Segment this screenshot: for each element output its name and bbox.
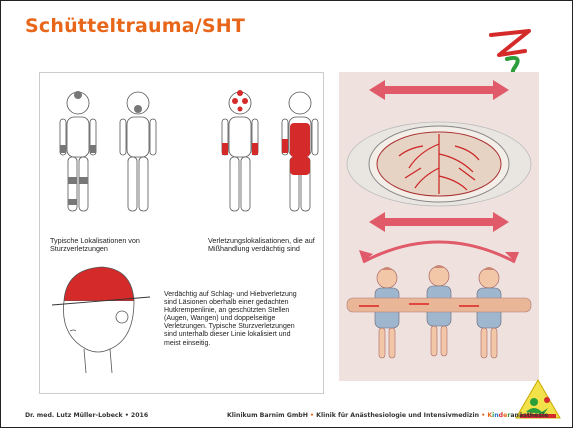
clinic-name: Klinikum Barnim GmbH	[227, 412, 308, 419]
shaking-mechanism-illustration	[339, 72, 539, 381]
footer-separator-1: •	[310, 412, 314, 419]
caption-typical-falls: Typische Lokalisationen von Sturzverletz…	[50, 237, 150, 253]
footer-separator-2: •	[481, 412, 485, 419]
shaken-baby-illustration-panel	[339, 72, 539, 381]
department-name: Klinik für Anästhesiologie und Intensivm…	[316, 412, 479, 419]
slide-title: Schütteltrauma/SHT	[25, 15, 245, 37]
clinic-footer: Klinikum Barnim GmbH • Klinik für Anästh…	[227, 412, 548, 419]
kinderanaesthesie-label: Kinderanästhesie	[487, 412, 548, 419]
author-footer: Dr. med. Lutz Müller-Lobeck • 2016	[25, 412, 148, 419]
double-arrow-top	[369, 80, 509, 100]
caption-hat-brim-line: Verdächtig auf Schlag- und Hiebverletzun…	[164, 291, 306, 348]
injury-diagram-panel: Typische Lokalisationen von Sturzverletz…	[39, 72, 324, 394]
double-arrow-bottom	[369, 212, 509, 232]
caption-abuse-locations: Verletzungslokalisationen, die auf Mißha…	[208, 237, 316, 253]
